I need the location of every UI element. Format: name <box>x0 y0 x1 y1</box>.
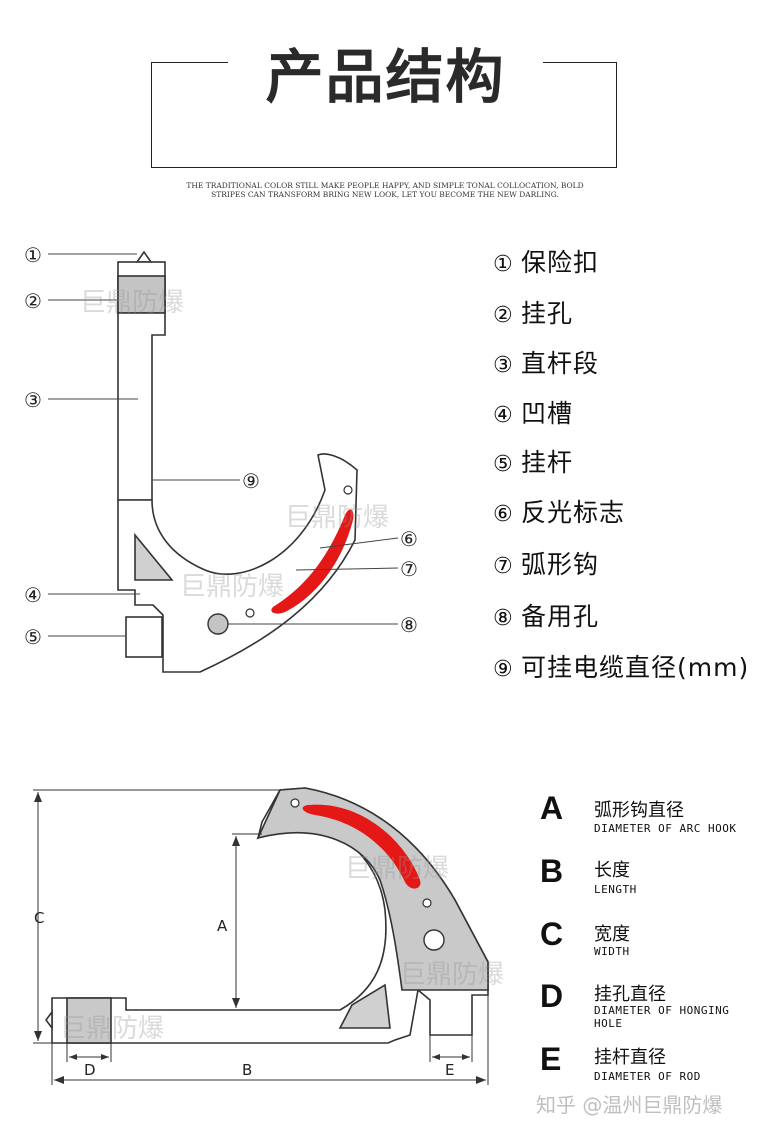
dim-label-e: E <box>445 1061 454 1079</box>
leader-6 <box>319 537 399 549</box>
watermark: 巨鼎防爆 <box>60 1014 165 1044</box>
dim-label-c: C <box>34 909 44 927</box>
hanging-hole-block <box>66 997 112 1044</box>
arrow <box>232 998 240 1008</box>
dim-legend-cn-e: 挂杆直径 <box>594 1047 666 1068</box>
callout-7: ⑦ <box>400 557 418 581</box>
dim-legend-letter-c: C <box>540 916 564 952</box>
dim-label-a: A <box>217 917 228 935</box>
dim-legend-cn-b: 长度 <box>594 860 630 881</box>
tagline-line-2: STRIPES CAN TRANSFORM BRING NEW LOOK, LE… <box>211 190 559 199</box>
dim-label-b: B <box>242 1061 252 1079</box>
watermark: 巨鼎防爆 <box>400 960 505 990</box>
dim-legend-en-c: WIDTH <box>594 945 630 958</box>
callout-4: ④ <box>24 583 42 607</box>
dim-legend-en-a: DIAMETER OF ARC HOOK <box>594 822 737 835</box>
dim-legend-en-d: DIAMETER OF HONGING HOLE <box>594 1004 730 1030</box>
reflector-shape <box>302 804 421 889</box>
buckle-tip <box>45 1009 53 1031</box>
callout-1: ① <box>24 243 42 267</box>
arrow <box>462 1054 470 1060</box>
dim-legend-letter-e: E <box>540 1041 562 1077</box>
arrow <box>101 1054 109 1060</box>
arrow <box>34 1031 42 1041</box>
hole-top <box>290 798 300 808</box>
callout-3: ③ <box>24 388 42 412</box>
watermark: 巨鼎防爆 <box>80 288 185 318</box>
spare-hole-top <box>343 485 353 495</box>
dim-legend-cn-a: 弧形钩直径 <box>594 800 684 821</box>
arrow <box>232 836 240 846</box>
watermark: 巨鼎防爆 <box>345 854 450 884</box>
arrow <box>476 1076 486 1084</box>
dim-legend-letter-b: B <box>540 853 564 889</box>
tagline-line-1: THE TRADITIONAL COLOR STILL MAKE PEOPLE … <box>186 181 584 190</box>
callout-5: ⑤ <box>24 625 42 649</box>
hole-large <box>423 929 445 951</box>
arrow <box>54 1076 64 1084</box>
title-mask <box>228 40 543 90</box>
hole-middle <box>422 898 432 908</box>
dim-legend-letter-a: A <box>540 790 564 826</box>
leader-7 <box>295 567 399 571</box>
spare-hole-small <box>245 608 255 618</box>
safety-buckle-shape <box>135 250 153 263</box>
hanging-rod-shape <box>125 616 163 658</box>
arc-hook-shape <box>117 453 358 673</box>
dim-legend-cn-c: 宽度 <box>594 924 630 945</box>
callout-2: ② <box>24 289 42 313</box>
page-title: 产品结构 <box>265 43 506 111</box>
straight-rod-shape <box>117 312 166 501</box>
dim-legend-en-e: DIAMETER OF ROD <box>594 1070 701 1083</box>
groove-shape <box>338 983 391 1029</box>
dim-legend-en-b: LENGTH <box>594 883 637 896</box>
dim-legend-letter-d: D <box>540 978 564 1014</box>
arrow <box>34 792 42 802</box>
dim-label-d: D <box>84 1061 96 1079</box>
arrow <box>432 1054 440 1060</box>
watermark: 巨鼎防爆 <box>180 572 285 602</box>
reflector-shape <box>271 509 354 614</box>
callout-8: ⑧ <box>400 613 418 637</box>
structure-diagram: ① ② ③ ④ ⑤ ⑥ ⑦ ⑧ ⑨ <box>24 243 418 673</box>
dim-legend-cn-d: 挂孔直径 <box>594 984 666 1005</box>
dimension-diagram: C A B D E <box>33 787 489 1085</box>
callout-6: ⑥ <box>400 527 418 551</box>
watermark: 巨鼎防爆 <box>285 503 390 533</box>
groove-shape <box>134 532 174 581</box>
spare-hole-large <box>207 613 229 635</box>
arrow <box>69 1054 77 1060</box>
callout-9: ⑨ <box>242 469 260 493</box>
tagline: THE TRADITIONAL COLOR STILL MAKE PEOPLE … <box>150 181 620 199</box>
footer-watermark: 知乎 @温州巨鼎防爆 <box>536 1093 723 1117</box>
